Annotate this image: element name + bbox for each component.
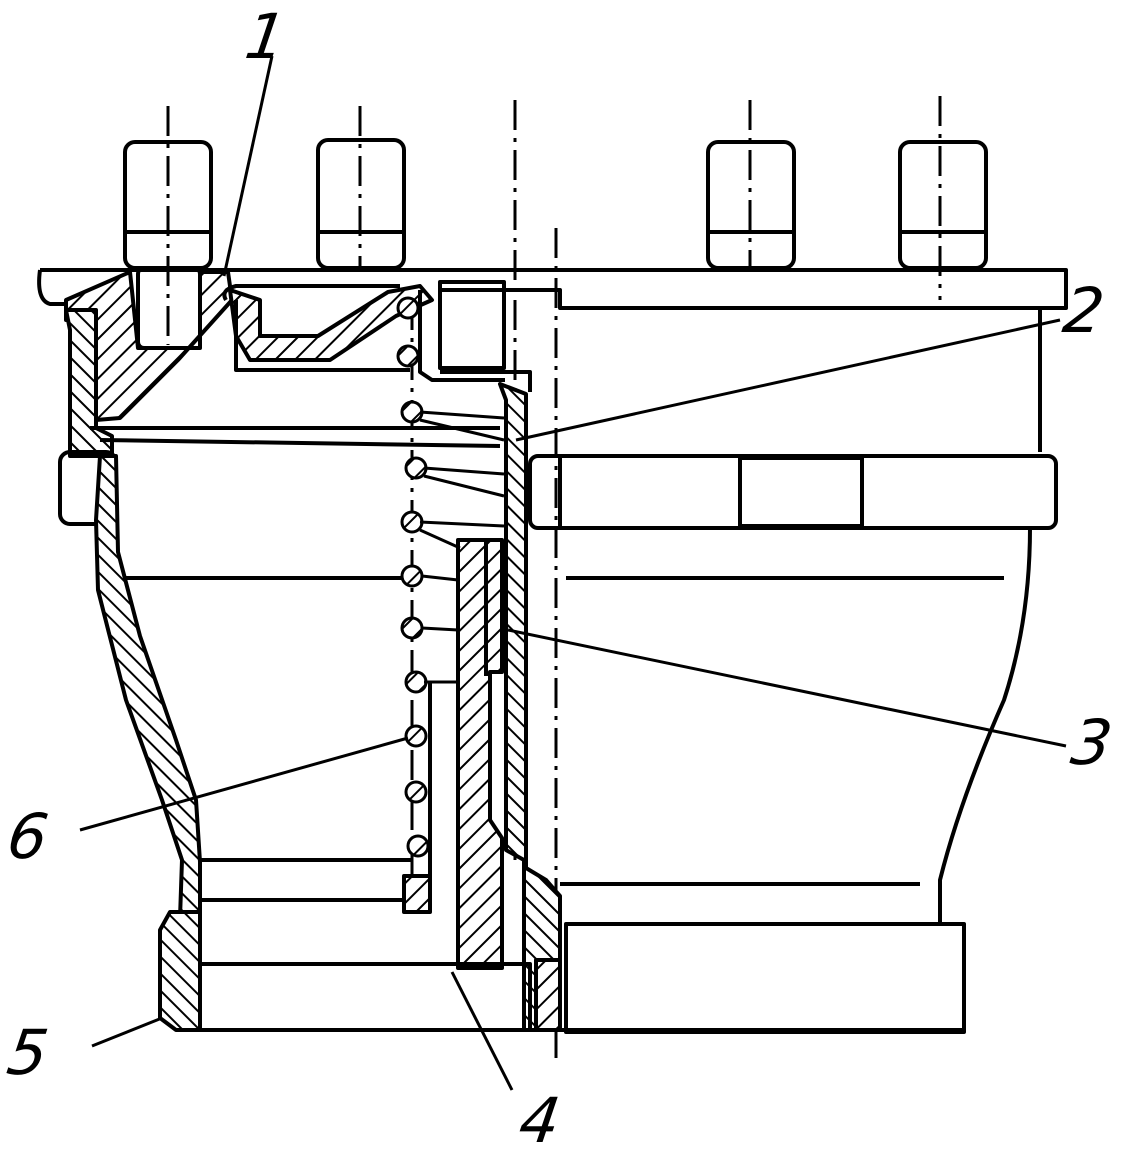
leader-5 xyxy=(91,1016,163,1048)
right-base-block xyxy=(564,922,966,1034)
bottom-right-hatched xyxy=(534,958,562,1032)
base-ring-5-hatched xyxy=(158,910,202,1032)
leader-lines xyxy=(79,55,1067,1091)
bolt-4 xyxy=(898,140,988,270)
leader-1 xyxy=(222,55,274,277)
housing-wall-hatched xyxy=(94,454,202,920)
leader-4 xyxy=(450,971,514,1091)
shaft-rod xyxy=(528,454,1058,530)
inner-cover-hatched xyxy=(228,284,434,362)
spring-6 xyxy=(396,296,505,858)
left-wall-top-hatched xyxy=(64,308,114,458)
spring-seat-hatched xyxy=(402,874,432,914)
leader-3 xyxy=(507,628,1067,748)
top-flange xyxy=(40,268,1068,310)
shaft-key xyxy=(738,456,864,528)
stud-bolts xyxy=(123,138,988,350)
base-plate xyxy=(198,962,532,1032)
central-stem xyxy=(438,280,506,370)
leader-6 xyxy=(79,736,409,832)
sleeve-3-hatched xyxy=(456,538,504,970)
leader-2 xyxy=(515,318,1061,442)
